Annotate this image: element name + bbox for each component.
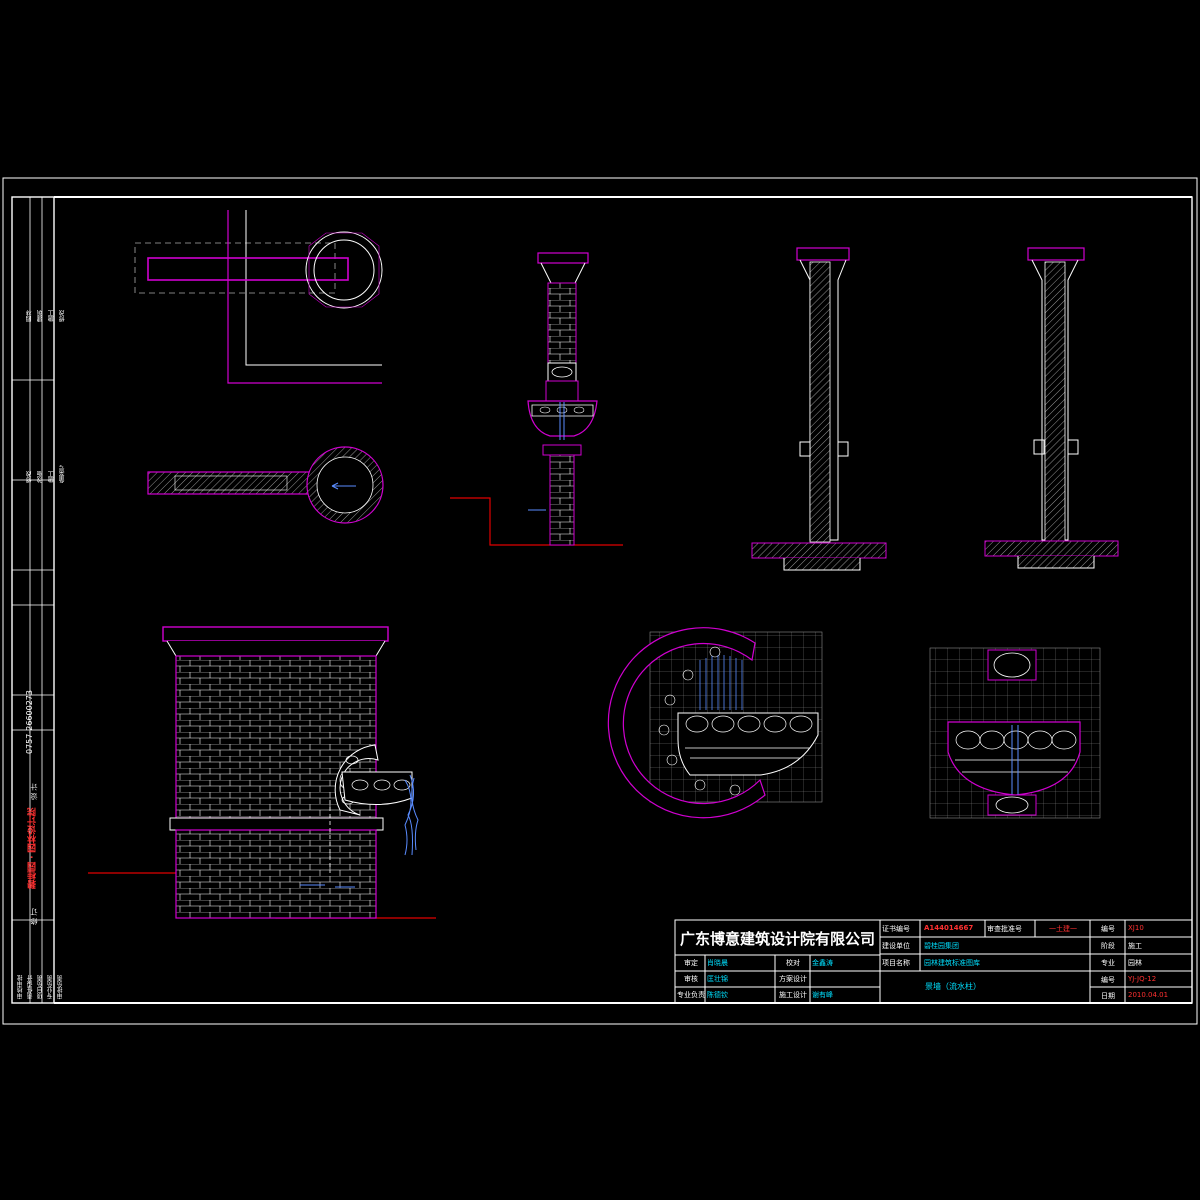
side-design-sub: 修 订 <box>30 908 38 925</box>
project-value: 园林建筑标准图库 <box>924 959 980 967</box>
side-bottom-0: 责任设计 <box>27 975 34 999</box>
date-value: 2010.04.01 <box>1128 991 1169 999</box>
project-label: 项目名称 <box>882 959 910 967</box>
review-label: 审核 <box>684 975 698 983</box>
side-bottom-main: 审核审批 <box>17 975 24 999</box>
bowl-detail-side <box>607 627 823 819</box>
side-note-mid-2: 施工 <box>48 471 55 483</box>
side-note-top-3: 修改 <box>59 310 66 322</box>
client-value: 碧桂园集团 <box>924 942 959 950</box>
seal-label: 审查批准号 <box>987 925 1022 933</box>
construct-name: 谢有峰 <box>812 991 833 999</box>
lead-label: 专业负责 <box>677 991 705 999</box>
cert-value: A144014667 <box>924 924 974 932</box>
side-note-mid-0: 修改 <box>26 471 33 483</box>
side-bottom-3: 审批负责 <box>57 975 64 999</box>
check-name: 金鑫涛 <box>812 959 833 967</box>
wall-front-elevation <box>88 626 436 919</box>
date-label: 日期 <box>1101 992 1115 1000</box>
column-section-1 <box>751 247 887 571</box>
phase-value: 施工 <box>1128 942 1142 950</box>
side-brand: 碧桂园 · 园林设计院 <box>28 807 38 889</box>
scheme-label: 方案设计 <box>779 975 807 983</box>
review-name: 匡壮锦 <box>707 975 728 983</box>
discipline-value: 园林 <box>1128 959 1142 967</box>
company-name: 广东博意建筑设计院有限公司 <box>680 930 876 948</box>
sheet-title: 景墙（流水柱） <box>925 982 981 991</box>
seal-value: 一土建一 <box>1049 925 1077 933</box>
side-note-top-2: 施工 <box>48 310 55 322</box>
cert-label: 证书编号 <box>882 925 910 933</box>
plan-section <box>147 446 384 524</box>
bowl-detail-front <box>929 647 1101 819</box>
sheet-no-label: 编号 <box>1101 976 1115 984</box>
check-label: 校对 <box>786 959 800 967</box>
approve-name: 肖晓晨 <box>707 959 728 967</box>
side-strip <box>12 197 54 1003</box>
drawing-no-value: XJ10 <box>1128 924 1144 932</box>
lead-name: 陈德钦 <box>707 991 728 999</box>
approve-label: 审定 <box>684 959 698 967</box>
side-note-top-1: 建筑 <box>37 310 44 322</box>
discipline-label: 专业 <box>1101 959 1115 967</box>
client-label: 建设单位 <box>882 942 910 950</box>
construct-label: 施工设计 <box>779 991 807 999</box>
side-design-label: 设 计 <box>30 783 38 800</box>
column-side-elevation <box>450 252 623 546</box>
plan-view-top <box>134 210 383 384</box>
sheet-no-value: YJ-JQ-12 <box>1128 975 1157 983</box>
side-bottom-1: 项目负责 <box>37 975 44 999</box>
side-note-top-0: 园林 <box>26 310 33 322</box>
side-note-mid-3: 备案号 <box>59 465 66 483</box>
side-bottom-2: 专业负责 <box>47 975 54 999</box>
outer-border <box>2 177 1198 1025</box>
side-phone: 0757-26600273 <box>25 690 34 754</box>
side-strip-text: 0757-26600273 碧桂园 · 园林设计院 设 计 修 订 园林 建筑 … <box>12 197 66 1003</box>
column-section-2 <box>984 247 1119 569</box>
side-note-mid-1: 改版 <box>37 471 44 483</box>
drawing-no-label: 编号 <box>1101 925 1115 933</box>
title-block-grid <box>674 919 1193 1004</box>
phase-label: 阶段 <box>1101 942 1115 950</box>
